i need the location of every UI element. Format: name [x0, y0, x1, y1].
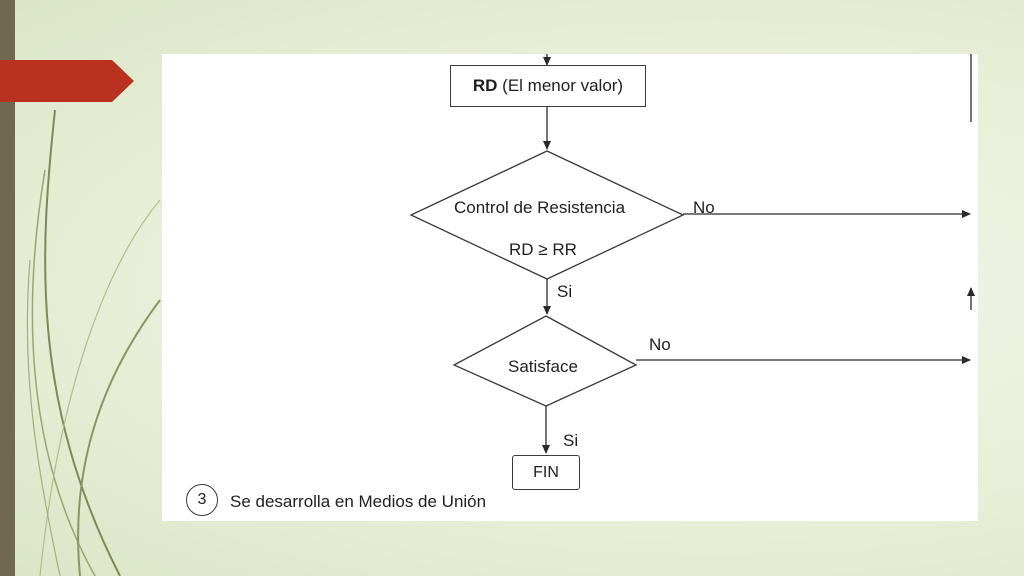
decision-control-label: Control de Resistencia [454, 198, 626, 217]
step-number-circle: 3 [186, 484, 218, 516]
step-number: 3 [197, 491, 207, 508]
flowchart-connectors [409, 54, 975, 454]
fin-end-box: FIN [512, 455, 580, 490]
decision-control-condition: RD ≥ RR [509, 240, 577, 259]
decision-satisface-si-label: Si [563, 431, 579, 450]
slide-content-area: RD (El menor valor) Control de Resistenc… [162, 54, 978, 521]
rd-box-label: (El menor valor) [497, 76, 624, 95]
step-description: Se desarrolla en Medios de Unión [230, 492, 487, 511]
accent-arrow-shape [0, 60, 134, 102]
decision-control-si-label: Si [557, 282, 573, 301]
fin-label: FIN [533, 463, 559, 481]
left-sidebar-bar [0, 0, 15, 576]
decision-satisface-label: Satisface [508, 357, 578, 376]
decorative-curves [26, 109, 161, 576]
rd-box-bold-label: RD [472, 76, 498, 95]
decision-control-no-label: No [693, 198, 715, 217]
rd-process-box: RD (El menor valor) [450, 65, 646, 107]
decision-satisface-no-label: No [649, 335, 671, 354]
